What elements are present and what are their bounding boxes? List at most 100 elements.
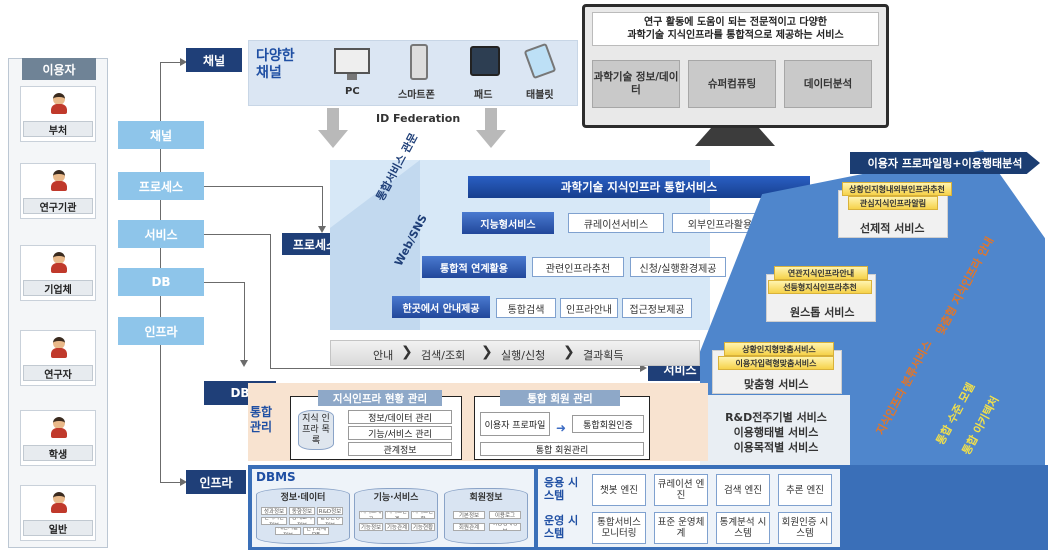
connector-line (322, 186, 323, 228)
service-search[interactable]: 통합검색 (496, 298, 556, 318)
user-card-general[interactable]: 일반 (20, 485, 96, 541)
row-tag-intelligent: 지능형서비스 (462, 212, 554, 234)
user-card-researcher[interactable]: 연구자 (20, 330, 96, 386)
tag-infra[interactable]: 인프라 (186, 470, 246, 494)
connector-line (204, 234, 270, 235)
db-cell: 기본정보 (453, 511, 485, 519)
user-profile-box[interactable]: 이용자 프로파일 (480, 412, 550, 436)
ops-system-monitoring[interactable]: 통합서비스 모니터링 (592, 512, 646, 544)
db-info-data: 정보·데이터 성과정보 동향정보 R&D정보 인력기관정보 통계교육정보 실행환… (256, 488, 350, 544)
side-label-process[interactable]: 프로세스 (118, 172, 204, 200)
user-label: 연구기관 (23, 198, 93, 214)
mgmt-item[interactable]: 정보/데이터 관리 (348, 410, 452, 424)
ops-system-statistics[interactable]: 통계분석 시스템 (716, 512, 770, 544)
connector-line (204, 186, 322, 187)
monitor-heading: 연구 활동에 도움이 되는 전문적이고 다양한 과학기술 지식인프라를 통합적으… (592, 12, 879, 46)
db-cell: 서비스제공 (359, 511, 383, 519)
row-tag-guidance: 한곳에서 안내제공 (392, 296, 490, 318)
service-access-info[interactable]: 접근정보제공 (622, 298, 692, 318)
db-cell: 서비스관계 (385, 511, 409, 519)
person-icon (51, 492, 67, 514)
monitor-box-data[interactable]: 과학기술 정보/데이터 (592, 60, 680, 108)
app-system-search[interactable]: 검색 엔진 (716, 474, 770, 506)
person-icon (51, 170, 67, 192)
arrow-head-icon (318, 226, 326, 233)
person-icon (51, 417, 67, 439)
connector-line (244, 282, 245, 362)
service-infra-guide[interactable]: 인프라안내 (560, 298, 618, 318)
smartphone-icon (410, 44, 428, 80)
chevron-right-icon: ❯ (481, 344, 493, 360)
arrow-head-icon (640, 364, 647, 372)
mgmt-item[interactable]: 관계정보 (348, 442, 452, 456)
tier-tag: 상황인지형맞춤서비스 (724, 342, 834, 356)
tier-title: 맞춤형 서비스 (744, 378, 809, 391)
db-cell: 제원기술정보 (275, 527, 301, 535)
tier-title: 원스톱 서비스 (790, 306, 855, 319)
tier-tag: 상황인지형내외부인프라추천 (842, 182, 952, 196)
side-label-channel[interactable]: 채널 (118, 121, 204, 149)
service-related-infra[interactable]: 관련인프라추천 (532, 257, 624, 277)
ops-system-standard[interactable]: 표준 운영체계 (654, 512, 708, 544)
db-cell: 이용로그 (489, 511, 521, 519)
process-step: 검색/조회 (421, 349, 466, 362)
infra-catalog: 지식 인프라 목록 (298, 410, 334, 450)
db-cell: 성과정보 (261, 507, 287, 515)
row-tag-linkage: 통합적 연계활용 (422, 256, 526, 278)
process-step: 실행/신청 (501, 349, 546, 362)
mgmt-item[interactable]: 기능/서비스 관리 (348, 426, 452, 440)
infra-status-head: 지식인프라 현황 관리 (318, 390, 442, 406)
user-card-ministry[interactable]: 부처 (20, 86, 96, 142)
db-cell: 인력기관정보 (261, 517, 287, 525)
lifecycle-lines: R&D전주기별 서비스 이용행태별 서비스 이용목적별 서비스 (706, 410, 846, 455)
service-env-provision[interactable]: 신청/실행환경제공 (630, 257, 726, 277)
pc-monitor-icon (334, 48, 370, 74)
db-cell: R&D정보 (317, 507, 343, 515)
member-footer[interactable]: 통합 회원관리 (480, 442, 644, 456)
arrow-head-icon (180, 58, 187, 66)
ops-system-auth[interactable]: 회원인증 시스템 (778, 512, 832, 544)
db-title: 기능·서비스 (373, 492, 419, 503)
device-label-pc: PC (345, 86, 360, 97)
db-cell: 동향정보 (289, 507, 315, 515)
side-label-infra[interactable]: 인프라 (118, 317, 204, 345)
device-label-pad: 패드 (474, 90, 493, 101)
user-label: 연구자 (23, 365, 93, 381)
arrow-head-icon (180, 478, 187, 486)
side-label-service[interactable]: 서비스 (118, 220, 204, 248)
user-card-company[interactable]: 기업체 (20, 245, 96, 301)
db-cell: 서비스현황 (411, 511, 435, 519)
connector-line (160, 482, 182, 483)
chevron-right-icon: ❯ (563, 344, 575, 360)
monitor-box-supercomputing[interactable]: 슈퍼컴퓨팅 (688, 60, 776, 108)
app-system-inference[interactable]: 추론 엔진 (778, 474, 832, 506)
member-auth-box[interactable]: 통합회원인증 (572, 415, 644, 433)
user-card-student[interactable]: 학생 (20, 410, 96, 466)
monitor-stand-icon (695, 128, 775, 146)
process-step: 결과획득 (583, 349, 624, 362)
monitor-heading-line: 연구 활동에 도움이 되는 전문적이고 다양한 (643, 17, 827, 28)
monitor-box-analysis[interactable]: 데이터분석 (784, 60, 872, 108)
service-external-infra[interactable]: 외부인프라활용 (672, 213, 768, 233)
tier-title: 선제적 서비스 (860, 222, 925, 235)
integrated-service-banner: 과학기술 지식인프라 통합서비스 (468, 176, 810, 198)
tag-channel[interactable]: 채널 (186, 48, 242, 72)
side-label-db[interactable]: DB (118, 268, 204, 296)
db-cell: 기능정보 (359, 523, 383, 531)
mgmt-title: 통합 관리 (250, 405, 273, 434)
app-system-chatbot[interactable]: 챗봇 엔진 (592, 474, 646, 506)
member-mgmt-head: 통합 회원 관리 (500, 390, 620, 406)
tier-tag: 관심지식인프라알림 (848, 196, 938, 210)
db-cell: 회원관계 (453, 523, 485, 531)
service-curation[interactable]: 큐레이션서비스 (568, 213, 664, 233)
lifecycle-line: 이용목적별 서비스 (733, 441, 819, 454)
user-card-institute[interactable]: 연구기관 (20, 163, 96, 219)
chevron-right-icon: ❯ (401, 344, 413, 360)
lifecycle-line: R&D전주기별 서비스 (725, 411, 827, 424)
user-label: 일반 (23, 520, 93, 536)
app-system-curation[interactable]: 큐레이션 엔진 (654, 474, 708, 506)
user-panel-title: 이용자 (22, 58, 96, 80)
db-cell: 기능관계 (385, 523, 409, 531)
lifecycle-line: 이용행태별 서비스 (733, 426, 819, 439)
db-cell: 기능현황 (411, 523, 435, 531)
